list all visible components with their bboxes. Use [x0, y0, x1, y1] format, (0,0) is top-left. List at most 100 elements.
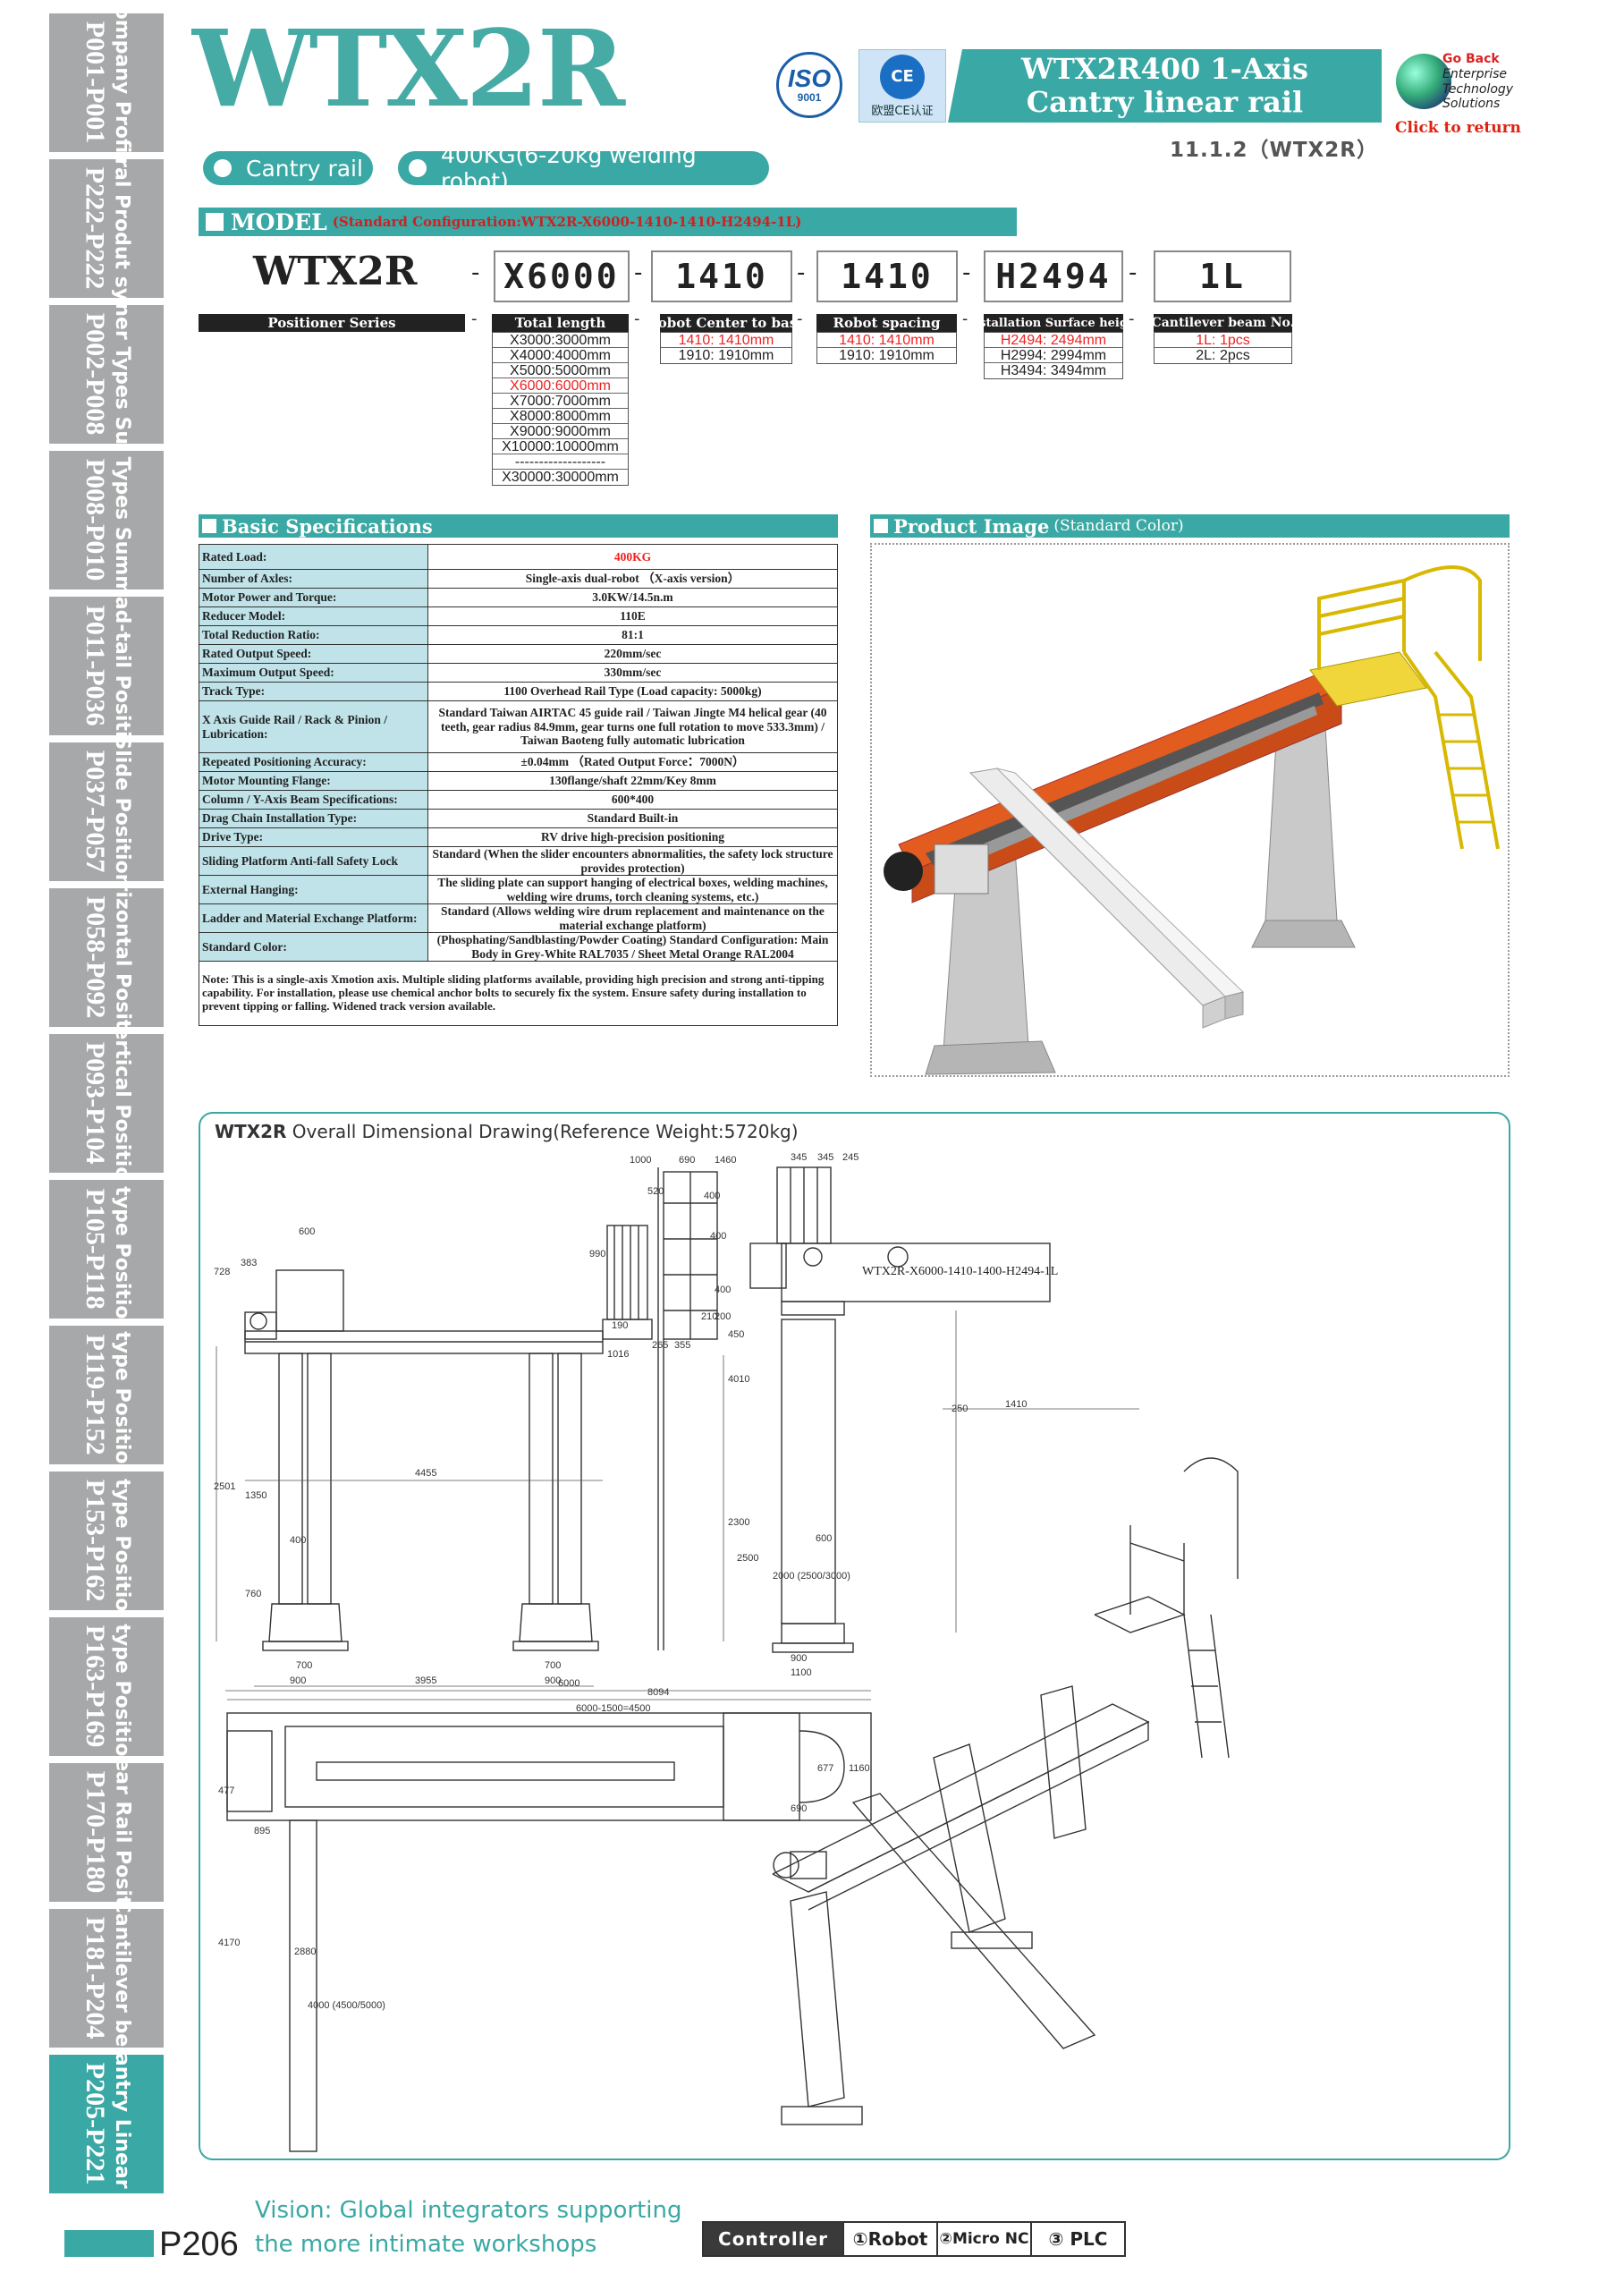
sidebar-tab-range: P011-P036: [80, 606, 111, 726]
sidebar-tab-range: P181-P204: [80, 1917, 111, 2040]
spec-key: Motor Power and Torque:: [199, 588, 428, 607]
spec-value: (Phosphating/Sandblasting/Powder Coating…: [427, 932, 838, 963]
dimensional-drawing: WTX2R Overall Dimensional Drawing(Refere…: [199, 1112, 1510, 2160]
spec-value: 3.0KW/14.5n.m: [427, 588, 838, 607]
controller-robot-link[interactable]: ①Robot: [842, 2223, 936, 2255]
dimension-label: 2000 (2500/3000): [773, 1571, 850, 1582]
dimension-label: 245: [842, 1152, 859, 1163]
sidebar-tab-range: P105-P118: [80, 1188, 111, 1310]
sidebar-tab-range: P008-P010: [80, 459, 111, 581]
dimension-label: 2300: [728, 1517, 749, 1528]
spec-value: Standard Taiwan AIRTAC 45 guide rail / T…: [427, 700, 838, 753]
option-item: X4000:4000mm: [493, 348, 628, 363]
spec-note-row: Note: This is a single-axis Xmotion axis…: [199, 961, 838, 1027]
dimension-label: 600: [816, 1533, 832, 1544]
spec-key: Total Reduction Ratio:: [199, 625, 428, 645]
option-item: H2494: 2494mm: [985, 333, 1122, 348]
dimension-label: 200: [715, 1311, 731, 1322]
sidebar-tab-label: ⑤ P type Positioner: [111, 1180, 134, 1319]
spec-key: Column / Y-Axis Beam Specifications:: [199, 790, 428, 810]
dimension-label: 355: [674, 1340, 690, 1351]
header-robot-spacing: Robot spacing: [816, 314, 957, 332]
dimension-label: 728: [214, 1267, 230, 1277]
dimension-label: 700: [296, 1660, 312, 1671]
page-tab-bar: [64, 2230, 154, 2257]
sidebar-tab-range: P002-P008: [80, 313, 111, 436]
vision-statement: Vision: Global integrators supporting th…: [255, 2197, 682, 2258]
spec-row: Motor Power and Torque:3.0KW/14.5n.m: [199, 588, 838, 607]
dimension-label: 345: [817, 1152, 833, 1163]
spec-row: Standard Color:(Phosphating/Sandblasting…: [199, 932, 838, 963]
dimension-label: 210: [701, 1311, 717, 1322]
separator: -: [962, 259, 971, 286]
separator: -: [471, 259, 480, 286]
sidebar-tab-label: ② Slide Positioner: [111, 742, 134, 881]
dimension-label: 1000: [630, 1155, 651, 1166]
sidebar-tab-range: P153-P162: [80, 1480, 111, 1602]
option-item: 1L: 1pcs: [1155, 333, 1291, 348]
model-std-config: (Standard Configuration:WTX2R-X6000-1410…: [332, 214, 802, 230]
dimension-label: 990: [589, 1249, 605, 1260]
dimension-label: 2500: [737, 1553, 758, 1564]
dimension-label: 1160: [849, 1763, 870, 1774]
option-item: 2L: 2pcs: [1196, 348, 1250, 363]
spec-row: Repeated Positioning Accuracy:±0.04mm （R…: [199, 752, 838, 772]
spec-value: 1100 Overhead Rail Type (Load capacity: …: [427, 682, 838, 701]
header-positioner-series: Positioner Series: [199, 314, 465, 332]
spec-value: 600*400: [427, 790, 838, 810]
sidebar-tab-label: ③ Horizontal Positioner: [111, 888, 134, 1027]
controller-plc-link[interactable]: ③ PLC: [1030, 2223, 1124, 2255]
sidebar-tab-text: Positioner Types SummaryP002-P008: [80, 305, 133, 444]
sidebar-tab-label: ① Head-tail Positioner: [111, 597, 134, 735]
dimension-label: 1410: [1005, 1399, 1027, 1410]
spec-key: Standard Color:: [199, 932, 428, 963]
sidebar-tab-label: Positioner Types Summary: [110, 305, 133, 444]
option-item: 1910: 1910mm: [839, 348, 935, 363]
model-title: MODEL: [231, 208, 327, 235]
go-back-button[interactable]: Go Back Enterprise Technology Solutions …: [1391, 43, 1543, 146]
dimension-label: 760: [245, 1589, 261, 1599]
page-title: WTX2R: [192, 6, 625, 131]
basic-spec-header: Basic Specifications: [199, 514, 838, 538]
drawing-canvas: 1000690400383728600445525011350400760700…: [214, 1152, 1239, 2152]
click-to-return-link[interactable]: Click to return: [1395, 119, 1521, 137]
dimension-label: 520: [647, 1186, 664, 1197]
ce-certification-logo: CE 欧盟CE认证: [859, 49, 946, 123]
header-install-height: Installation Surface height: [966, 314, 1141, 332]
model-box-beam: 1L: [1154, 250, 1291, 302]
sidebar-tab-label: ⑪ Gantry Linear Rail: [111, 2055, 134, 2193]
spec-row: Maximum Output Speed:330mm/sec: [199, 663, 838, 683]
dimension-label: 4170: [218, 1938, 240, 1948]
square-bullet-icon: [202, 519, 216, 533]
sidebar-tab-2[interactable]: Positioner Types SummaryP002-P008: [49, 305, 164, 444]
dimension-label: 690: [791, 1803, 807, 1814]
spec-key: X Axis Guide Rail / Rack & Pinion / Lubr…: [199, 700, 428, 753]
dimension-label: 895: [254, 1826, 270, 1836]
sidebar-tab-label: ⑨ Linear Rail Positioner: [111, 1763, 134, 1902]
controller-micronc-link[interactable]: ②Micro NC: [936, 2223, 1030, 2255]
dimension-label: 6000-1500=4500: [576, 1703, 651, 1714]
spec-key: Rated Output Speed:: [199, 644, 428, 664]
